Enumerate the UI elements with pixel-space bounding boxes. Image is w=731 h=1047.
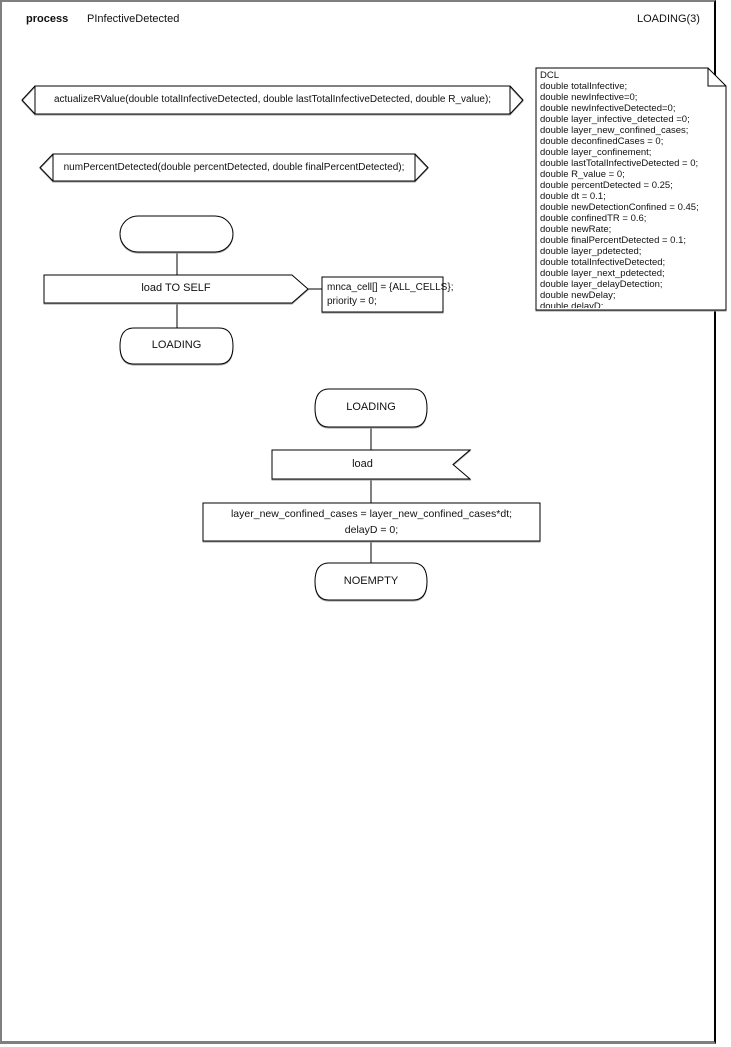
start-symbol (119, 215, 234, 253)
declaration-text-symbol (535, 67, 727, 311)
output-symbol-load-to-self (43, 274, 309, 304)
procedure-label-num-percent-detected: numPercentDetected(double percentDetecte… (63, 161, 405, 173)
task-symbol-confined-cases (202, 502, 541, 542)
state-symbol-loading-2 (314, 388, 428, 428)
procedure-label-actualize-rvalue: actualizeRValue(double totalInfectiveDet… (53, 94, 492, 105)
state-symbol-loading-1 (119, 327, 234, 365)
process-keyword-label: process (26, 13, 69, 25)
output-label: load TO SELF (141, 282, 211, 295)
declaration-text: DCL double totalInfective; double newInf… (540, 70, 699, 308)
input-label-load: load (352, 457, 373, 470)
task-label: layer_new_confined_cases = layer_new_con… (230, 508, 513, 536)
state-label-loading-2: LOADING (346, 401, 396, 414)
process-name-label: PInfectiveDetected (87, 13, 180, 25)
comment-box-output-params (321, 276, 444, 313)
procedure-symbol-actualize-rvalue (21, 85, 524, 115)
state-label-noempty: NOEMPTY (343, 574, 399, 587)
page-frame (0, 0, 716, 1044)
page-state-label: LOADING(3) (637, 13, 700, 25)
procedure-symbol-num-percent-detected (39, 153, 429, 182)
folded-corner-icon (707, 68, 726, 87)
output-params-text: mnca_cell[] = {ALL_CELLS}; priority = 0; (327, 282, 454, 307)
state-symbol-noempty (314, 562, 428, 601)
connector-lines (176, 252, 372, 563)
state-label-loading-1: LOADING (151, 339, 202, 352)
input-symbol-load (271, 449, 472, 480)
